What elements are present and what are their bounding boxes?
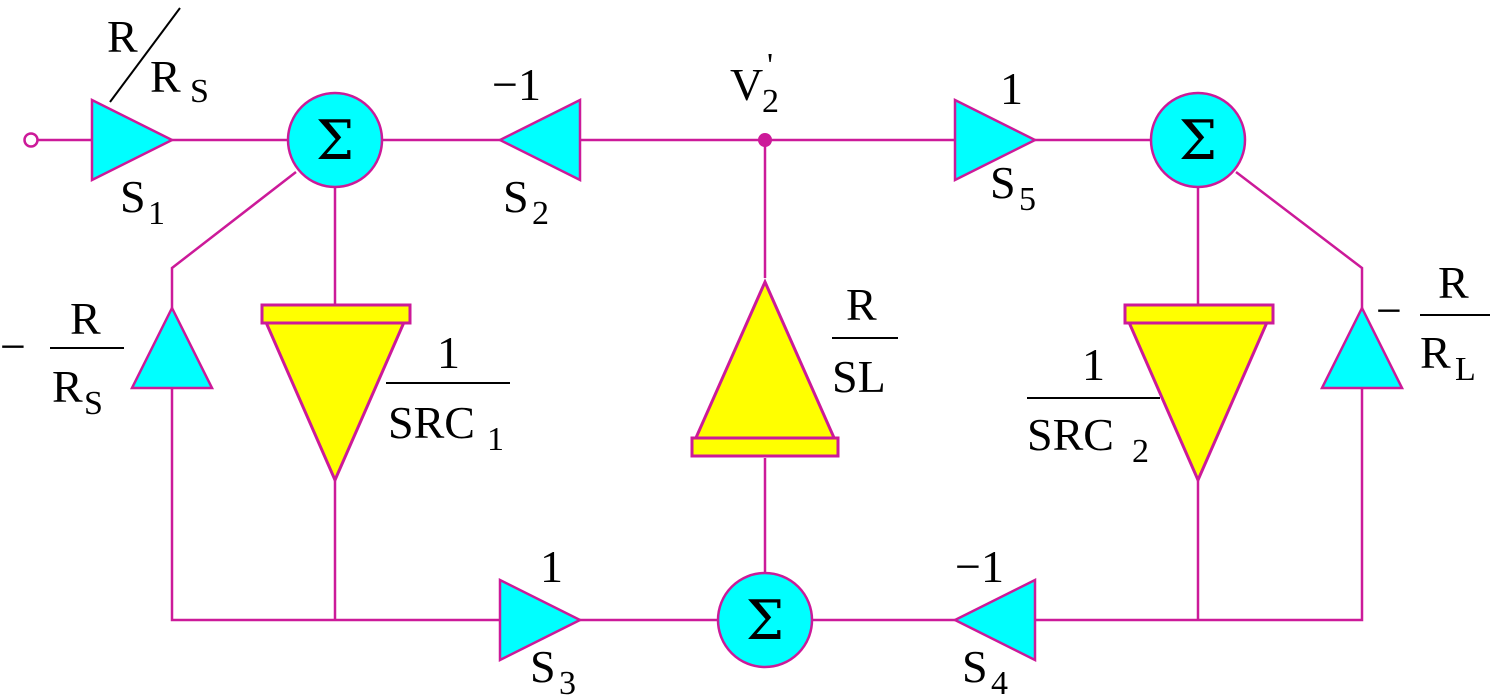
node-v2-label: V [730, 59, 763, 110]
fb-left-sign: − [0, 321, 26, 372]
int1-denominator-sub: 1 [487, 421, 504, 458]
amplifier-s1 [90, 97, 175, 183]
amplifier-feedback-right [1319, 305, 1405, 390]
s3-gain: 1 [540, 541, 563, 592]
integrator-2 [1123, 303, 1275, 484]
wire-fbleft-s3 [170, 388, 500, 622]
fb-right-denominator: R [1420, 327, 1451, 378]
wires [38, 7, 1364, 622]
s3-label: S [530, 641, 556, 692]
wire-s4-fbright [1035, 388, 1364, 622]
fb-right-denominator-sub: L [1455, 351, 1476, 388]
fb-right-sign: − [1376, 285, 1402, 336]
fb-left-denominator: R [52, 361, 83, 412]
s3-label-sub: 3 [559, 665, 576, 695]
s4-gain: −1 [955, 541, 1004, 592]
s1-gain-numerator: R [107, 11, 138, 62]
amplifier-s2 [497, 97, 582, 183]
int1-numerator: 1 [437, 327, 460, 378]
fb-right-numerator: R [1438, 257, 1469, 308]
int2-denominator: SRC [1027, 409, 1114, 460]
s5-gain: 1 [1000, 63, 1023, 114]
wire-sum1-fbleft [170, 171, 297, 308]
s1-label-sub: 1 [148, 195, 165, 232]
node-v2-dot [758, 133, 772, 147]
intl-numerator: R [846, 279, 877, 330]
s2-label: S [503, 171, 529, 222]
node-v2-sub: 2 [762, 83, 779, 120]
s4-label-sub: 4 [991, 665, 1008, 695]
gain-slash [109, 7, 181, 103]
s5-label: S [990, 157, 1016, 208]
amplifier-s4 [952, 577, 1037, 663]
input-terminal [23, 132, 39, 148]
sigma-symbol: Σ [746, 589, 784, 652]
sigma-symbol: Σ [1179, 109, 1217, 172]
int2-denominator-sub: 2 [1132, 433, 1149, 470]
intl-denominator: SL [832, 351, 886, 402]
s2-gain: −1 [492, 59, 541, 110]
s1-gain-denominator: R [150, 51, 181, 102]
sigma-symbol: Σ [316, 109, 354, 172]
int1-denominator: SRC [388, 397, 475, 448]
amplifier-feedback-left [129, 305, 215, 390]
node-v2-prime: ' [767, 47, 773, 84]
amplifier-s5 [953, 97, 1038, 183]
s1-gain-denominator-sub: S [190, 73, 209, 110]
int2-numerator: 1 [1082, 339, 1105, 390]
s2-label-sub: 2 [532, 195, 549, 232]
sum-junction-3: Σ [1149, 91, 1247, 189]
integrator-l [690, 278, 840, 458]
integrator-1 [260, 303, 412, 484]
s4-label: S [962, 641, 988, 692]
sum-junction-2: Σ [716, 571, 814, 669]
s1-label: S [120, 171, 146, 222]
fb-left-denominator-sub: S [84, 385, 103, 422]
sum-junction-1: Σ [286, 91, 384, 189]
fb-left-numerator: R [70, 293, 101, 344]
amplifier-s3 [498, 577, 583, 663]
s5-label-sub: 5 [1019, 181, 1036, 218]
wire-sum3-fbright [1235, 171, 1364, 308]
